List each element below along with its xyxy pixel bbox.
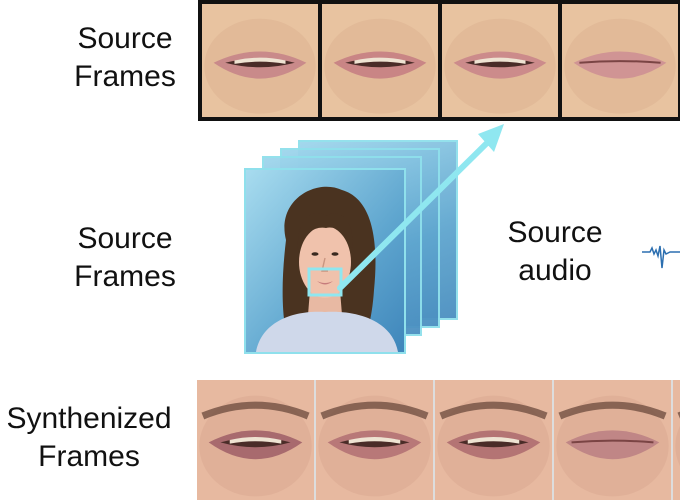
label-line: Source — [507, 216, 603, 249]
synthesized-frames-strip — [197, 380, 680, 500]
source-mouth-frame — [442, 4, 558, 117]
source-audio-label: Source audio — [488, 214, 622, 290]
source-frames-strip — [198, 0, 680, 121]
label-line: Frames — [38, 440, 140, 473]
synthesized-mouth-frame — [673, 380, 680, 500]
label-line: Synthenized — [6, 402, 172, 435]
label-line: audio — [518, 254, 592, 287]
source-mouth-frame — [562, 4, 678, 117]
arrow-shaft — [337, 137, 493, 291]
label-line: Frames — [74, 260, 176, 293]
audio-waveform — [642, 245, 680, 269]
mouth-region-box — [307, 267, 343, 297]
synthesized-mouth-frame — [316, 380, 433, 500]
face-frame — [244, 168, 406, 354]
arrow-head — [478, 124, 504, 152]
label-line: Frames — [74, 60, 176, 93]
source-mouth-frame — [322, 4, 438, 117]
synthesized-mouth-frame — [197, 380, 314, 500]
label-line: Source — [77, 22, 173, 55]
face-image — [246, 170, 404, 352]
source-frame-stack — [244, 140, 484, 360]
source-mouth-frame — [202, 4, 318, 117]
synthesized-frames-label: Synthenized Frames — [0, 400, 192, 476]
synthesized-mouth-frame — [435, 380, 552, 500]
synthesized-mouth-frame — [554, 380, 671, 500]
source-frames-top-label: Source Frames — [58, 20, 192, 96]
source-frames-mid-label: Source Frames — [58, 220, 192, 296]
label-line: Source — [77, 222, 173, 255]
